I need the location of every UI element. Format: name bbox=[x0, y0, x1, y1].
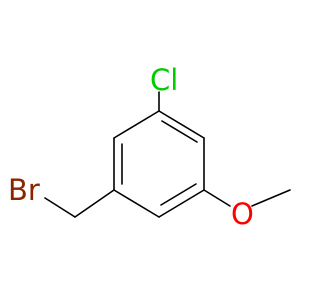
chlorine-label: Cl bbox=[150, 63, 178, 97]
bond-c-o bbox=[203, 189, 231, 207]
bond-ring-1 bbox=[158, 110, 205, 139]
bond-ring-ch2 bbox=[74, 189, 115, 218]
bond-ring-inner-2 bbox=[160, 183, 197, 206]
bond-ring-4 bbox=[113, 189, 160, 218]
bond-o-ch3 bbox=[251, 189, 291, 207]
bond-ring-6 bbox=[113, 110, 160, 139]
molecule-structure: Cl Br O bbox=[8, 63, 291, 231]
oxygen-label: O bbox=[231, 197, 254, 231]
structure-canvas: Cl Br O bbox=[8, 63, 291, 231]
bromine-label: Br bbox=[8, 173, 40, 207]
bond-ring-inner-1 bbox=[161, 120, 198, 143]
bond-ch2-br bbox=[44, 197, 76, 218]
bond-ring-3 bbox=[158, 189, 205, 218]
